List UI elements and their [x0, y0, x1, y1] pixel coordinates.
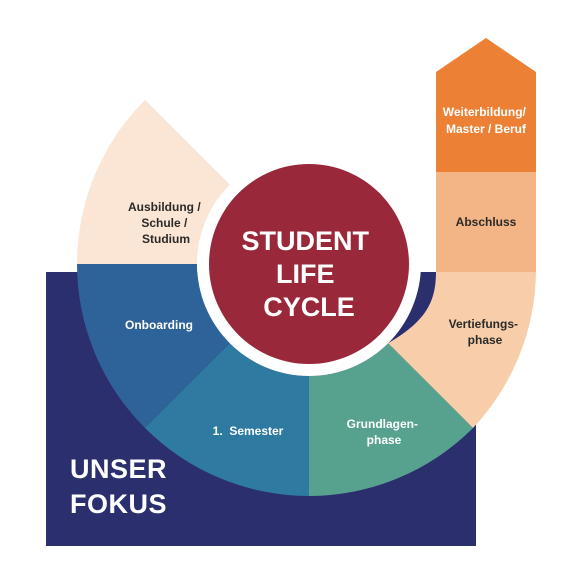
label-abschluss-line-1: Abschluss — [456, 215, 517, 229]
label-grundlagen-line-1: Grundlagen- — [347, 417, 418, 431]
label-ausbildung-line-2: Schule / — [141, 216, 188, 230]
label-weiterbildung-line-2: Master / Beruf — [446, 122, 527, 136]
segment-abschluss — [436, 172, 536, 272]
center-title-line-2: LIFE — [276, 259, 335, 289]
label-abschluss: Abschluss — [456, 215, 517, 229]
focus-label-line-1: UNSER — [70, 454, 168, 484]
label-vertiefung-line-1: Vertiefungs- — [449, 317, 518, 331]
label-onboarding-line-1: Onboarding — [125, 318, 193, 332]
focus-label-line-2: FOKUS — [70, 489, 167, 519]
segment-weiterbildung-arrow — [436, 38, 536, 172]
label-ausbildung: Ausbildung / Schule / Studium — [128, 200, 204, 246]
label-ausbildung-line-1: Ausbildung / — [128, 200, 201, 214]
center-title-line-1: STUDENT — [241, 226, 369, 256]
center-title-line-3: CYCLE — [263, 292, 355, 322]
label-ausbildung-line-3: Studium — [142, 232, 190, 246]
label-weiterbildung: Weiterbildung/ Master / Beruf — [443, 105, 529, 136]
segment-semester — [145, 343, 309, 496]
label-vertiefung: Vertiefungs- phase — [449, 317, 522, 347]
center-title: STUDENT LIFE CYCLE — [241, 226, 376, 322]
label-grundlagen: Grundlagen- phase — [347, 417, 422, 447]
segment-vertiefung — [388, 271, 536, 428]
label-weiterbildung-line-1: Weiterbildung/ — [443, 105, 527, 119]
center-circle — [209, 164, 409, 364]
label-onboarding: Onboarding — [125, 318, 193, 332]
segment-ausbildung — [77, 100, 230, 264]
label-grundlagen-line-2: phase — [367, 433, 402, 447]
focus-label: UNSER FOKUS — [70, 452, 167, 522]
segment-grundlagen — [309, 343, 473, 496]
label-semester: 1. Semester — [213, 424, 284, 438]
label-vertiefung-line-2: phase — [468, 333, 503, 347]
label-semester-line-1: 1. Semester — [213, 424, 284, 438]
segment-onboarding — [77, 264, 230, 428]
